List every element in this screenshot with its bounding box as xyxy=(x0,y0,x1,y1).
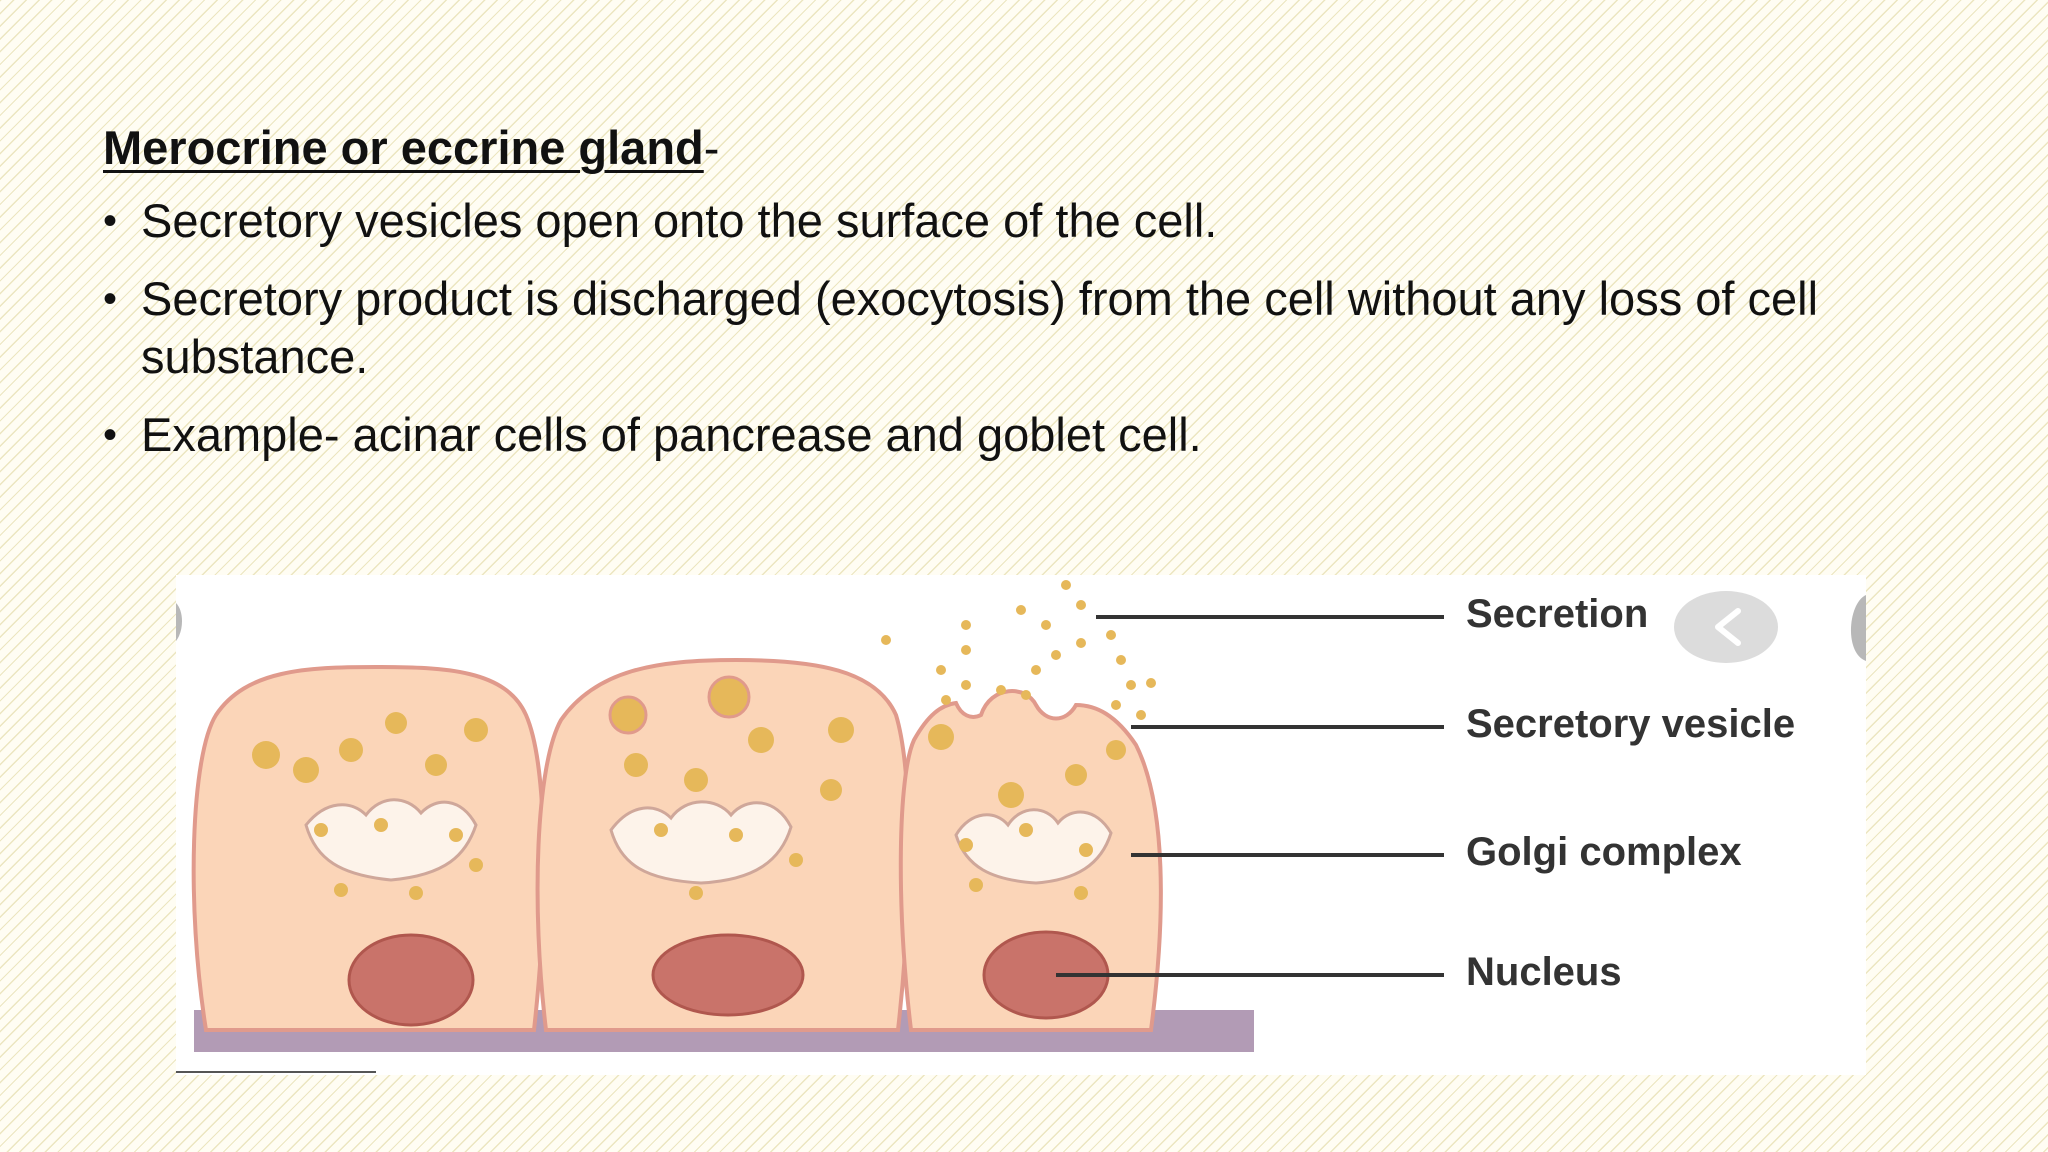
nucleus xyxy=(651,933,805,1017)
bullet-item: • Example- acinar cells of pancrease and … xyxy=(103,406,1963,464)
golgi-complex xyxy=(609,800,793,885)
bullet-item: • Secretory product is discharged (exocyt… xyxy=(103,270,1963,386)
carousel-edge-right xyxy=(1850,595,1866,661)
bullet-dot: • xyxy=(103,277,118,321)
label-secretory-vesicle: Secretory vesicle xyxy=(1466,702,1795,746)
vesicles xyxy=(928,724,1126,900)
bullet-list: • Secretory vesicles open onto the surfac… xyxy=(103,192,1963,464)
nucleus xyxy=(347,933,475,1027)
bullet-dot: • xyxy=(103,199,118,243)
secretion-droplets xyxy=(881,580,1156,720)
golgi-complex xyxy=(304,798,478,882)
bullet-text: Secretory product is discharged (exocyto… xyxy=(141,272,1819,383)
bullet-dot: • xyxy=(103,413,118,457)
bullet-text: Example- acinar cells of pancrease and g… xyxy=(141,408,1202,461)
carousel-edge-left xyxy=(176,603,182,641)
diagram-svg: Secretion Secretory vesicle Golgi comple… xyxy=(176,580,1866,1073)
slide-content: Merocrine or eccrine gland- • Secretory v… xyxy=(103,118,1963,484)
chevron-left-icon[interactable] xyxy=(1674,591,1778,663)
cell-1 xyxy=(191,664,546,1032)
label-secretion: Secretion xyxy=(1466,592,1648,636)
heading-suffix: - xyxy=(703,121,720,174)
merocrine-diagram: Secretion Secretory vesicle Golgi comple… xyxy=(176,575,1866,1075)
vesicles xyxy=(608,675,854,900)
cell-2 xyxy=(535,657,911,1032)
label-golgi-complex: Golgi complex xyxy=(1466,830,1742,874)
golgi-complex xyxy=(954,808,1113,885)
label-nucleus: Nucleus xyxy=(1466,950,1622,994)
bullet-text: Secretory vesicles open onto the surface… xyxy=(141,194,1218,247)
vesicles xyxy=(252,712,488,900)
heading-title: Merocrine or eccrine gland xyxy=(103,121,704,174)
slide-heading: Merocrine or eccrine gland- xyxy=(103,118,1963,178)
bullet-item: • Secretory vesicles open onto the surfac… xyxy=(103,192,1963,250)
cell-3 xyxy=(881,580,1163,1032)
